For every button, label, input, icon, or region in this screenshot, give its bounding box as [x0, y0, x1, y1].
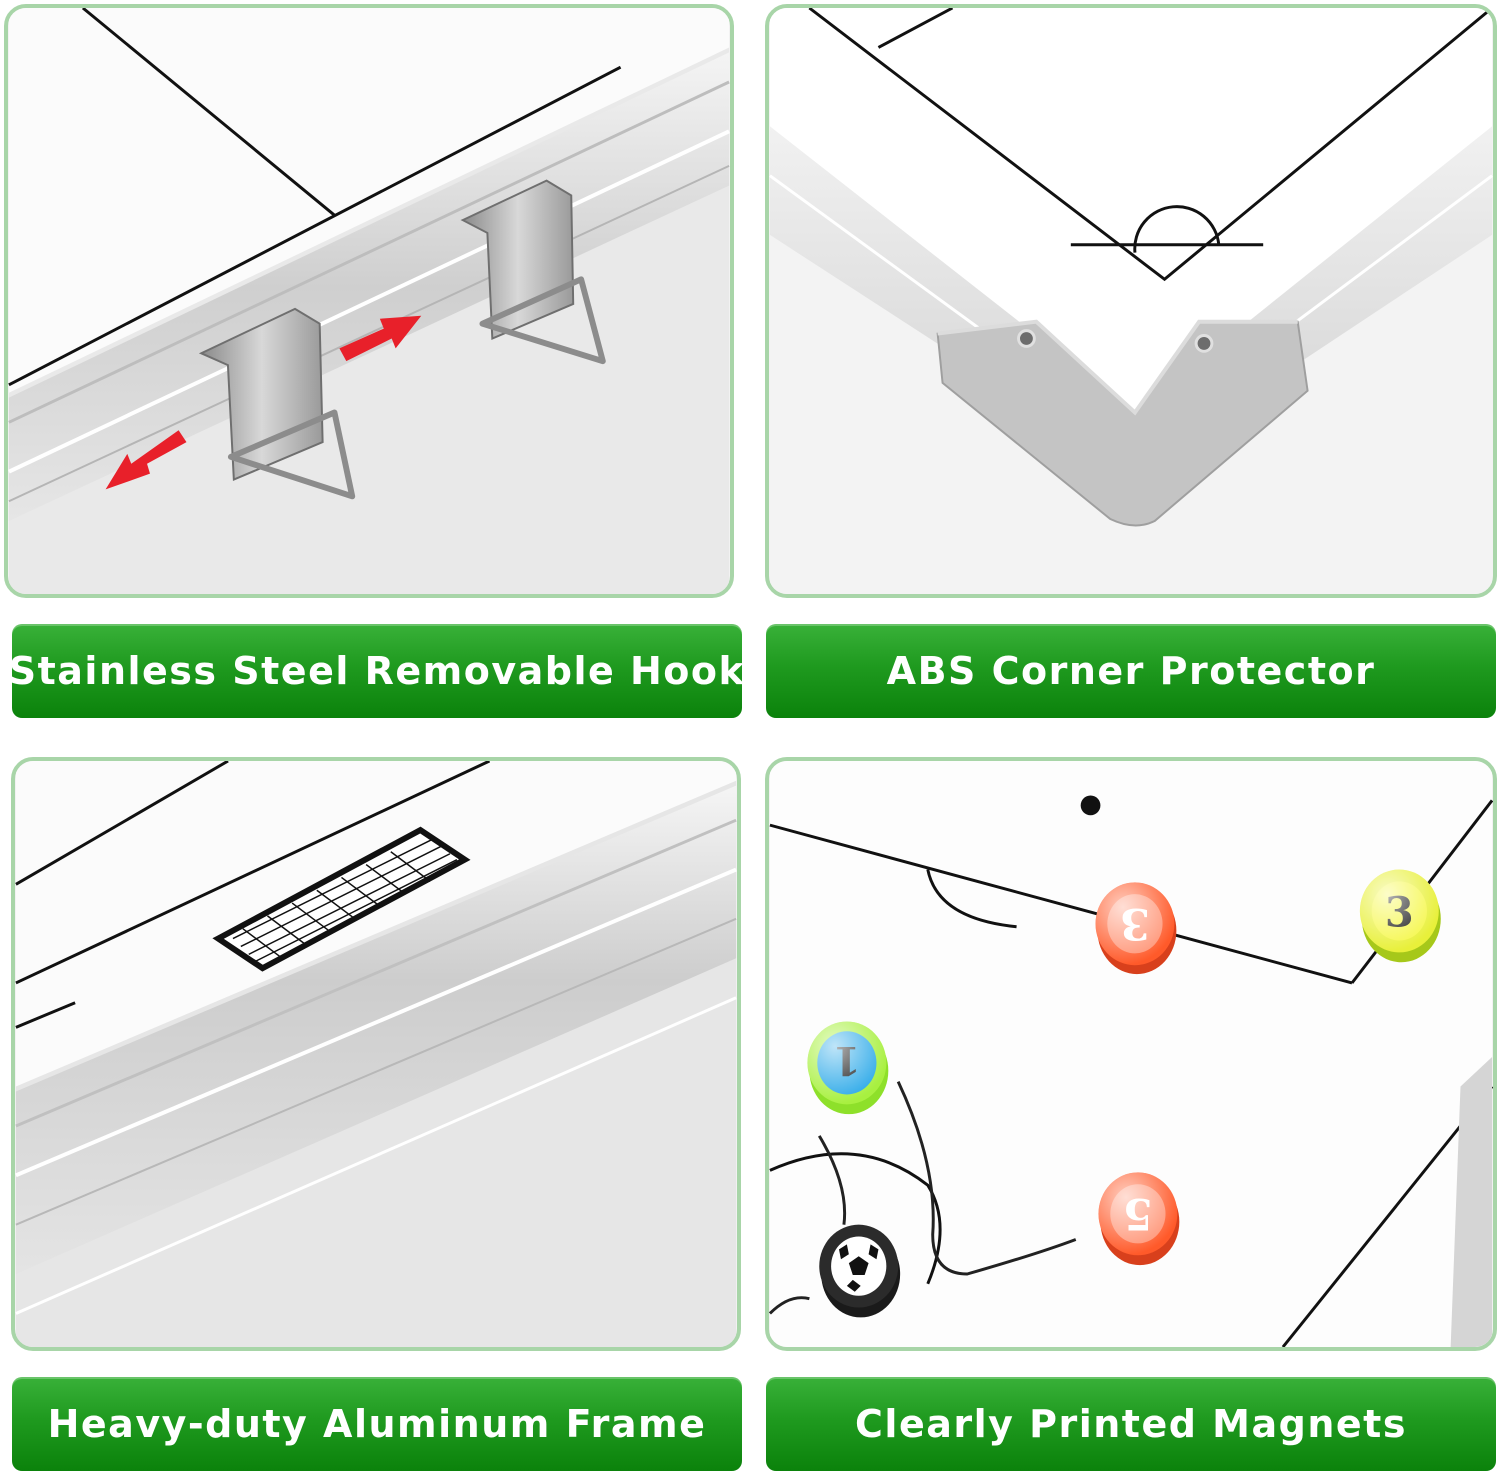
feature-label-corner: ABS Corner Protector: [766, 624, 1496, 718]
feature-label-text: Stainless Steel Removable Hook: [8, 649, 746, 693]
feature-label-text: Heavy-duty Aluminum Frame: [47, 1402, 707, 1446]
hook-photo-panel: [4, 4, 734, 598]
screw-icon: [1194, 334, 1214, 353]
feature-label-magnets: Clearly Printed Magnets: [766, 1377, 1496, 1471]
arrow-left-icon: [105, 430, 187, 490]
soccer-ball-icon: [819, 1224, 901, 1318]
arrow-right-icon: [339, 315, 422, 362]
feature-label-text: ABS Corner Protector: [886, 649, 1376, 693]
hook-right: [460, 179, 606, 365]
frame-photo-panel: [11, 757, 741, 1351]
feature-label-hook: Stainless Steel Removable Hook: [9, 624, 744, 718]
feature-label-frame: Heavy-duty Aluminum Frame: [12, 1377, 742, 1471]
corner-illustration: [769, 8, 1493, 594]
magnet-yellow-3: 3: [1359, 869, 1441, 963]
frame-illustration: [15, 761, 737, 1347]
magnet-red-5: 5: [1098, 1172, 1180, 1266]
magnets-photo-panel: 3 3 1 5: [765, 757, 1497, 1351]
goal-net-icon: [212, 826, 471, 972]
magnet-blue-1: 1: [807, 1021, 889, 1115]
corner-photo-panel: [765, 4, 1497, 598]
magnet-red-3: 3: [1095, 882, 1177, 975]
corner-protector: [936, 319, 1309, 527]
hook-illustration: [8, 8, 730, 594]
magnets-illustration: 3 3 1 5: [769, 761, 1493, 1347]
feature-label-text: Clearly Printed Magnets: [855, 1402, 1407, 1446]
hook-left: [198, 307, 356, 500]
screw-icon: [1017, 329, 1036, 348]
